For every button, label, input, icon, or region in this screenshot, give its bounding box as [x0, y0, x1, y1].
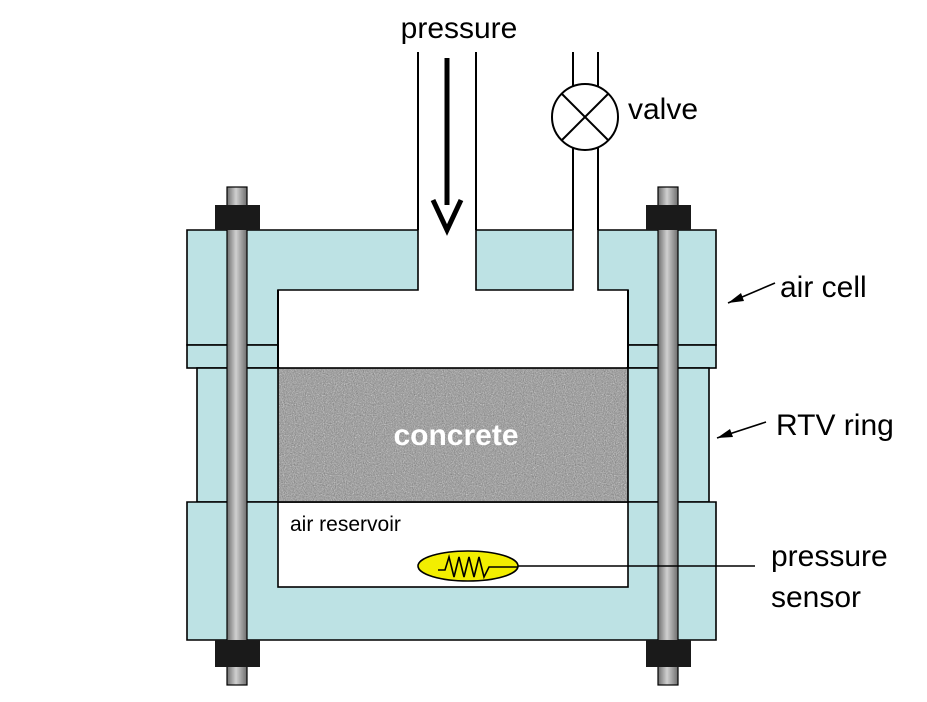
- valve-icon: [551, 83, 619, 151]
- label-air-cell: air cell: [780, 271, 867, 304]
- nut-bottom-left: [215, 640, 260, 667]
- nut-top-right: [646, 205, 691, 230]
- air-cell: [186, 229, 717, 369]
- pressure-arrow-icon: [430, 58, 464, 236]
- left-bolt: [215, 186, 260, 686]
- label-rtv-ring: RTV ring: [776, 409, 894, 442]
- label-pressure-sensor-1: pressure: [771, 540, 888, 573]
- concrete-specimen: [277, 367, 629, 503]
- nut-bottom-right: [646, 640, 691, 667]
- pressure-inlet-pipe: [417, 52, 477, 230]
- pressure-sensor-icon: [417, 550, 755, 582]
- label-pressure-sensor-2: sensor: [771, 581, 861, 614]
- label-pressure: pressure: [401, 12, 518, 45]
- nut-top-left: [215, 205, 260, 230]
- label-concrete: concrete: [393, 419, 518, 452]
- label-air-reservoir: air reservoir: [290, 513, 401, 536]
- right-bolt: [646, 186, 691, 686]
- rtv-ring-pointer: [716, 421, 767, 439]
- label-valve: valve: [628, 93, 698, 126]
- air-cell-pointer: [727, 282, 776, 304]
